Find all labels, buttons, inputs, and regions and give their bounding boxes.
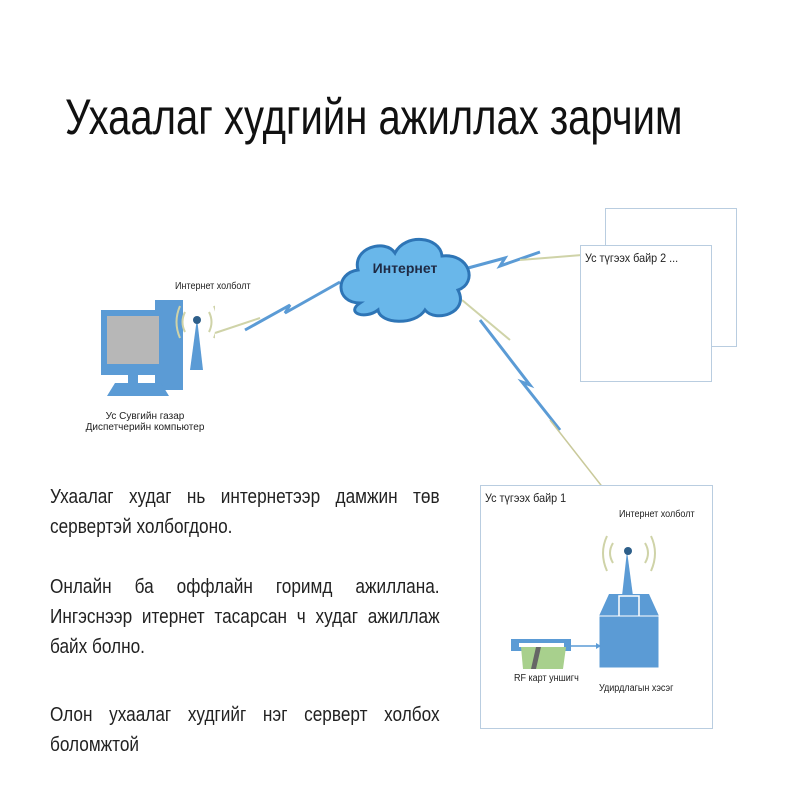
computer-antenna-label: Интернет холболт (175, 281, 251, 292)
station1-equipment (511, 535, 660, 669)
station1-antenna-label: Интернет холболт (619, 509, 695, 520)
antenna-icon (602, 535, 656, 596)
computer-label-line2: Диспетчерийн компьютер (85, 422, 205, 433)
paragraph-line: Онлайн ба оффлайн горимд ажиллана. (50, 576, 440, 598)
cloud-label: Интернет (372, 260, 438, 276)
station2-box: Ус түгээх байр 2 ... (580, 245, 712, 382)
computer-icon (101, 300, 215, 396)
internet-cloud: Интернет (330, 228, 480, 328)
wireless-link-computer-cloud (214, 280, 341, 334)
paragraph-line: Ингэснээр итернет тасарсан ч худаг ажилл… (50, 606, 440, 628)
rf-card-reader-icon (511, 639, 571, 669)
station2-label: Ус түгээх байр 2 ... (585, 251, 679, 265)
control-unit-icon (598, 594, 660, 669)
control-unit-label: Удирдлагын хэсэг (599, 683, 674, 694)
station1-box: Ус түгээх байр 1 Интернет холболт RF кар… (480, 485, 713, 729)
computer-label-line1: Ус Сувгийн газар (105, 411, 185, 422)
paragraph-line: сервертэй холбогдоно. (50, 516, 233, 538)
card-reader-label: RF карт уншигч (514, 673, 579, 684)
paragraph-1: Ухаалаг худаг нь интернетээр дамжин төв … (50, 482, 440, 542)
paragraph-3: Олон ухаалаг худгийг нэг серверт холбох … (50, 700, 440, 760)
wireless-link-cloud-station2 (467, 250, 583, 270)
paragraph-line: боломжтой (50, 734, 140, 756)
paragraph-2: Онлайн ба оффлайн горимд ажиллана. Ингэс… (50, 572, 440, 662)
antenna-icon (175, 305, 215, 370)
paragraph-line: Олон ухаалаг худгийг нэг серверт холбох (50, 704, 440, 726)
paragraph-line: байх болно. (50, 636, 145, 658)
paragraph-line: Ухаалаг худаг нь интернетээр дамжин төв (50, 486, 440, 508)
station1-label: Ус түгээх байр 1 (485, 491, 567, 505)
slide-title: Ухаалаг худгийн ажиллах зарчим (65, 89, 683, 145)
cloud-icon (339, 237, 471, 323)
computer-label: Ус Сувгийн газар Диспетчерийн компьютер (75, 411, 215, 433)
